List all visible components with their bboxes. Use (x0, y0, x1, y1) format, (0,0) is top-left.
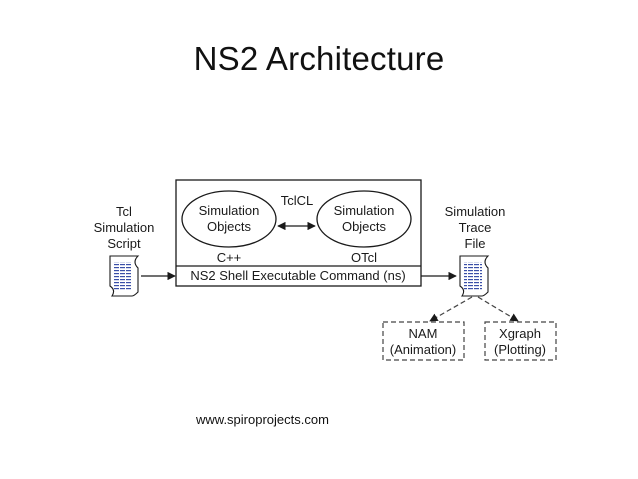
tclcl-label: TclCL (281, 193, 314, 208)
input-label-2: Simulation (94, 220, 155, 235)
otcl-label: OTcl (351, 250, 377, 265)
cpp-label: C++ (217, 250, 242, 265)
script-document-icon (109, 255, 140, 297)
output-label-2: Trace (459, 220, 492, 235)
output-label-3: File (465, 236, 486, 251)
otcl-objects-label-2: Objects (342, 219, 387, 234)
ns2-core-box (175, 179, 422, 287)
nam-label-2: (Animation) (390, 342, 456, 357)
cpp-objects-ellipse (181, 190, 277, 248)
otcl-objects-ellipse (316, 190, 412, 248)
trace-document-icon (459, 255, 490, 297)
nam-box (382, 321, 465, 361)
xgraph-box (484, 321, 557, 361)
slide-title: NS2 Architecture (193, 40, 445, 77)
xgraph-dashed-arrow (477, 296, 519, 322)
input-label-3: Script (107, 236, 141, 251)
shell-command-label: NS2 Shell Executable Command (ns) (190, 268, 405, 283)
nam-label-1: NAM (409, 326, 438, 341)
input-label-1: Tcl (116, 204, 132, 219)
nam-dashed-arrow (429, 296, 473, 322)
otcl-objects-label-1: Simulation (334, 203, 395, 218)
xgraph-label-2: (Plotting) (494, 342, 546, 357)
xgraph-label-1: Xgraph (499, 326, 541, 341)
cpp-objects-label-2: Objects (207, 219, 252, 234)
footer-url: www.spiroprojects.com (196, 412, 329, 427)
output-label-1: Simulation (445, 204, 506, 219)
cpp-objects-label-1: Simulation (199, 203, 260, 218)
